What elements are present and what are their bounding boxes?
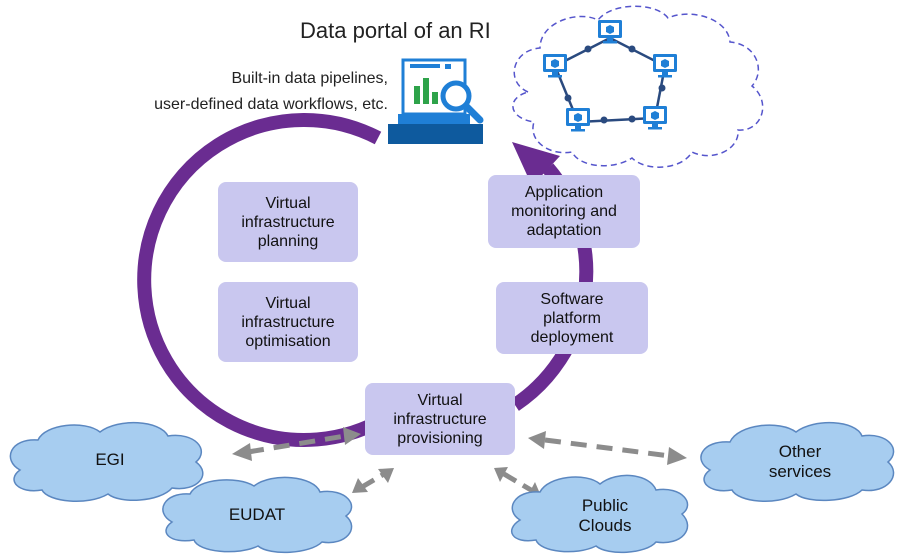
- step-label: adaptation: [526, 222, 602, 239]
- subtitle-line: Built-in data pipelines,: [231, 70, 388, 87]
- subtitle-line: user-defined data workflows, etc.: [154, 96, 388, 113]
- page-title: Data portal of an RI: [300, 18, 491, 43]
- cycle-arc-left: [137, 112, 394, 447]
- step-label: optimisation: [245, 332, 331, 350]
- cloud-label-egi: EGI: [50, 450, 170, 470]
- step-label: Virtual: [417, 391, 463, 409]
- step-label: Virtual: [265, 294, 311, 312]
- step-label: infrastructure: [241, 213, 335, 231]
- step-label: planning: [257, 232, 319, 250]
- cloud-text: services: [768, 462, 832, 481]
- arrow-other-services: [528, 431, 687, 465]
- cloud-text: Clouds: [578, 516, 632, 535]
- cloud-label-other: Other services: [740, 442, 860, 482]
- virtual-machine-icon: [643, 106, 667, 130]
- network-cloud-outline: [512, 5, 764, 168]
- virtual-machine-icon: [566, 108, 590, 132]
- cloud-text: Other: [778, 442, 822, 461]
- step-label: provisioning: [397, 429, 483, 447]
- step-label: infrastructure: [241, 313, 335, 331]
- step-label: Virtual: [265, 194, 311, 212]
- network-link-dots: [564, 45, 666, 124]
- arrow-egi: [232, 427, 361, 461]
- monitor-analytics-icon: [388, 58, 484, 144]
- cloud-text: EUDAT: [228, 505, 286, 524]
- cloud-other: [700, 422, 895, 502]
- step-deployment: Software platform deployment: [496, 282, 648, 354]
- step-label: platform: [543, 309, 601, 327]
- network-cloud: [512, 5, 764, 168]
- step-label: Software: [540, 290, 604, 308]
- cloud-label-public: Public Clouds: [540, 496, 670, 536]
- step-optimisation: Virtual infrastructure optimisation: [218, 282, 358, 362]
- virtual-machine-icon: [653, 54, 677, 78]
- portal-subtitle: Built-in data pipelines, user-defined da…: [48, 66, 388, 118]
- cloud-eudat: [162, 476, 353, 554]
- arrow-eudat: [352, 468, 394, 493]
- cloud-text: Public: [581, 496, 629, 515]
- step-label: monitoring and: [511, 203, 617, 220]
- step-planning: Virtual infrastructure planning: [218, 182, 358, 262]
- step-label: deployment: [530, 328, 614, 346]
- virtual-machine-icon: [543, 54, 567, 78]
- virtual-machine-icon: [598, 20, 622, 44]
- cycle-arrowhead-right: [512, 142, 560, 186]
- cloud-public: [510, 474, 689, 554]
- cloud-egi: [9, 422, 204, 502]
- step-label: infrastructure: [393, 410, 487, 428]
- cloud-text: EGI: [95, 450, 125, 469]
- step-monitoring: Application monitoring and adaptation: [488, 175, 640, 248]
- step-provisioning: Virtual infrastructure provisioning: [365, 383, 515, 455]
- step-label: Application: [524, 184, 604, 201]
- cloud-label-eudat: EUDAT: [192, 505, 322, 525]
